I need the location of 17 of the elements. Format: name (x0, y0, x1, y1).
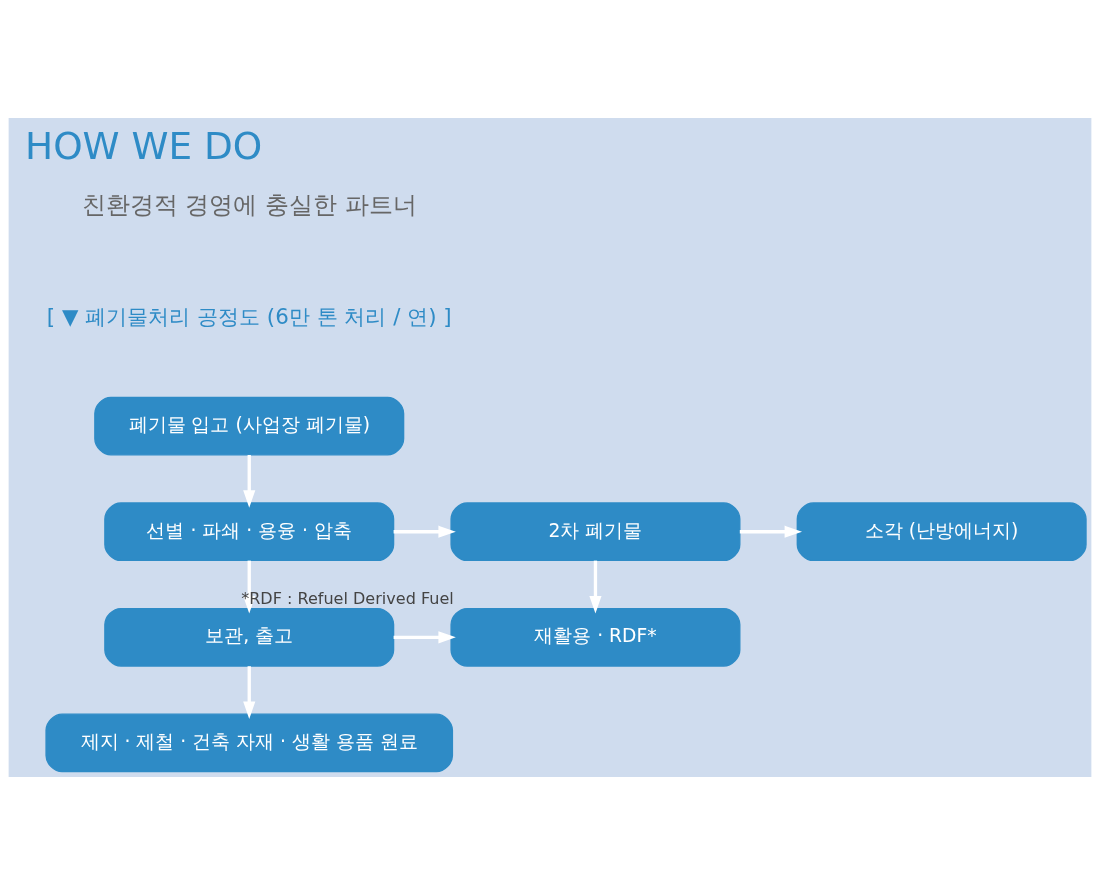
node-box: 폐기물 입고 (사업장 폐기물) (94, 396, 405, 456)
node-box: 재활용 · RDF* (450, 607, 741, 667)
arrow (589, 560, 602, 614)
arrow (393, 631, 456, 644)
arrow (739, 525, 803, 538)
arrow (243, 666, 256, 719)
label: 친환경적 경영에 충실한 파트너 (81, 191, 417, 220)
node-box: 보관, 출고 (104, 607, 395, 667)
node-box: 소각 (난방에너지) (796, 502, 1087, 562)
node-box: 선별 · 파쇄 · 용융 · 압축 (104, 502, 395, 562)
node-label: *RDF : Refuel Derived Fuel (241, 589, 454, 609)
node-box: 제지 · 제철 · 건축 자재 · 생활 용품 원료 (45, 713, 454, 773)
diagram-title: HOW WE DO (25, 123, 263, 168)
arrow (243, 455, 256, 508)
node-box: 2차 폐기물 (450, 502, 741, 562)
arrow (393, 525, 456, 538)
label: [ ▼ 폐기물처리 공정도 (6만 톤 처리 / 연) ] (46, 303, 452, 329)
